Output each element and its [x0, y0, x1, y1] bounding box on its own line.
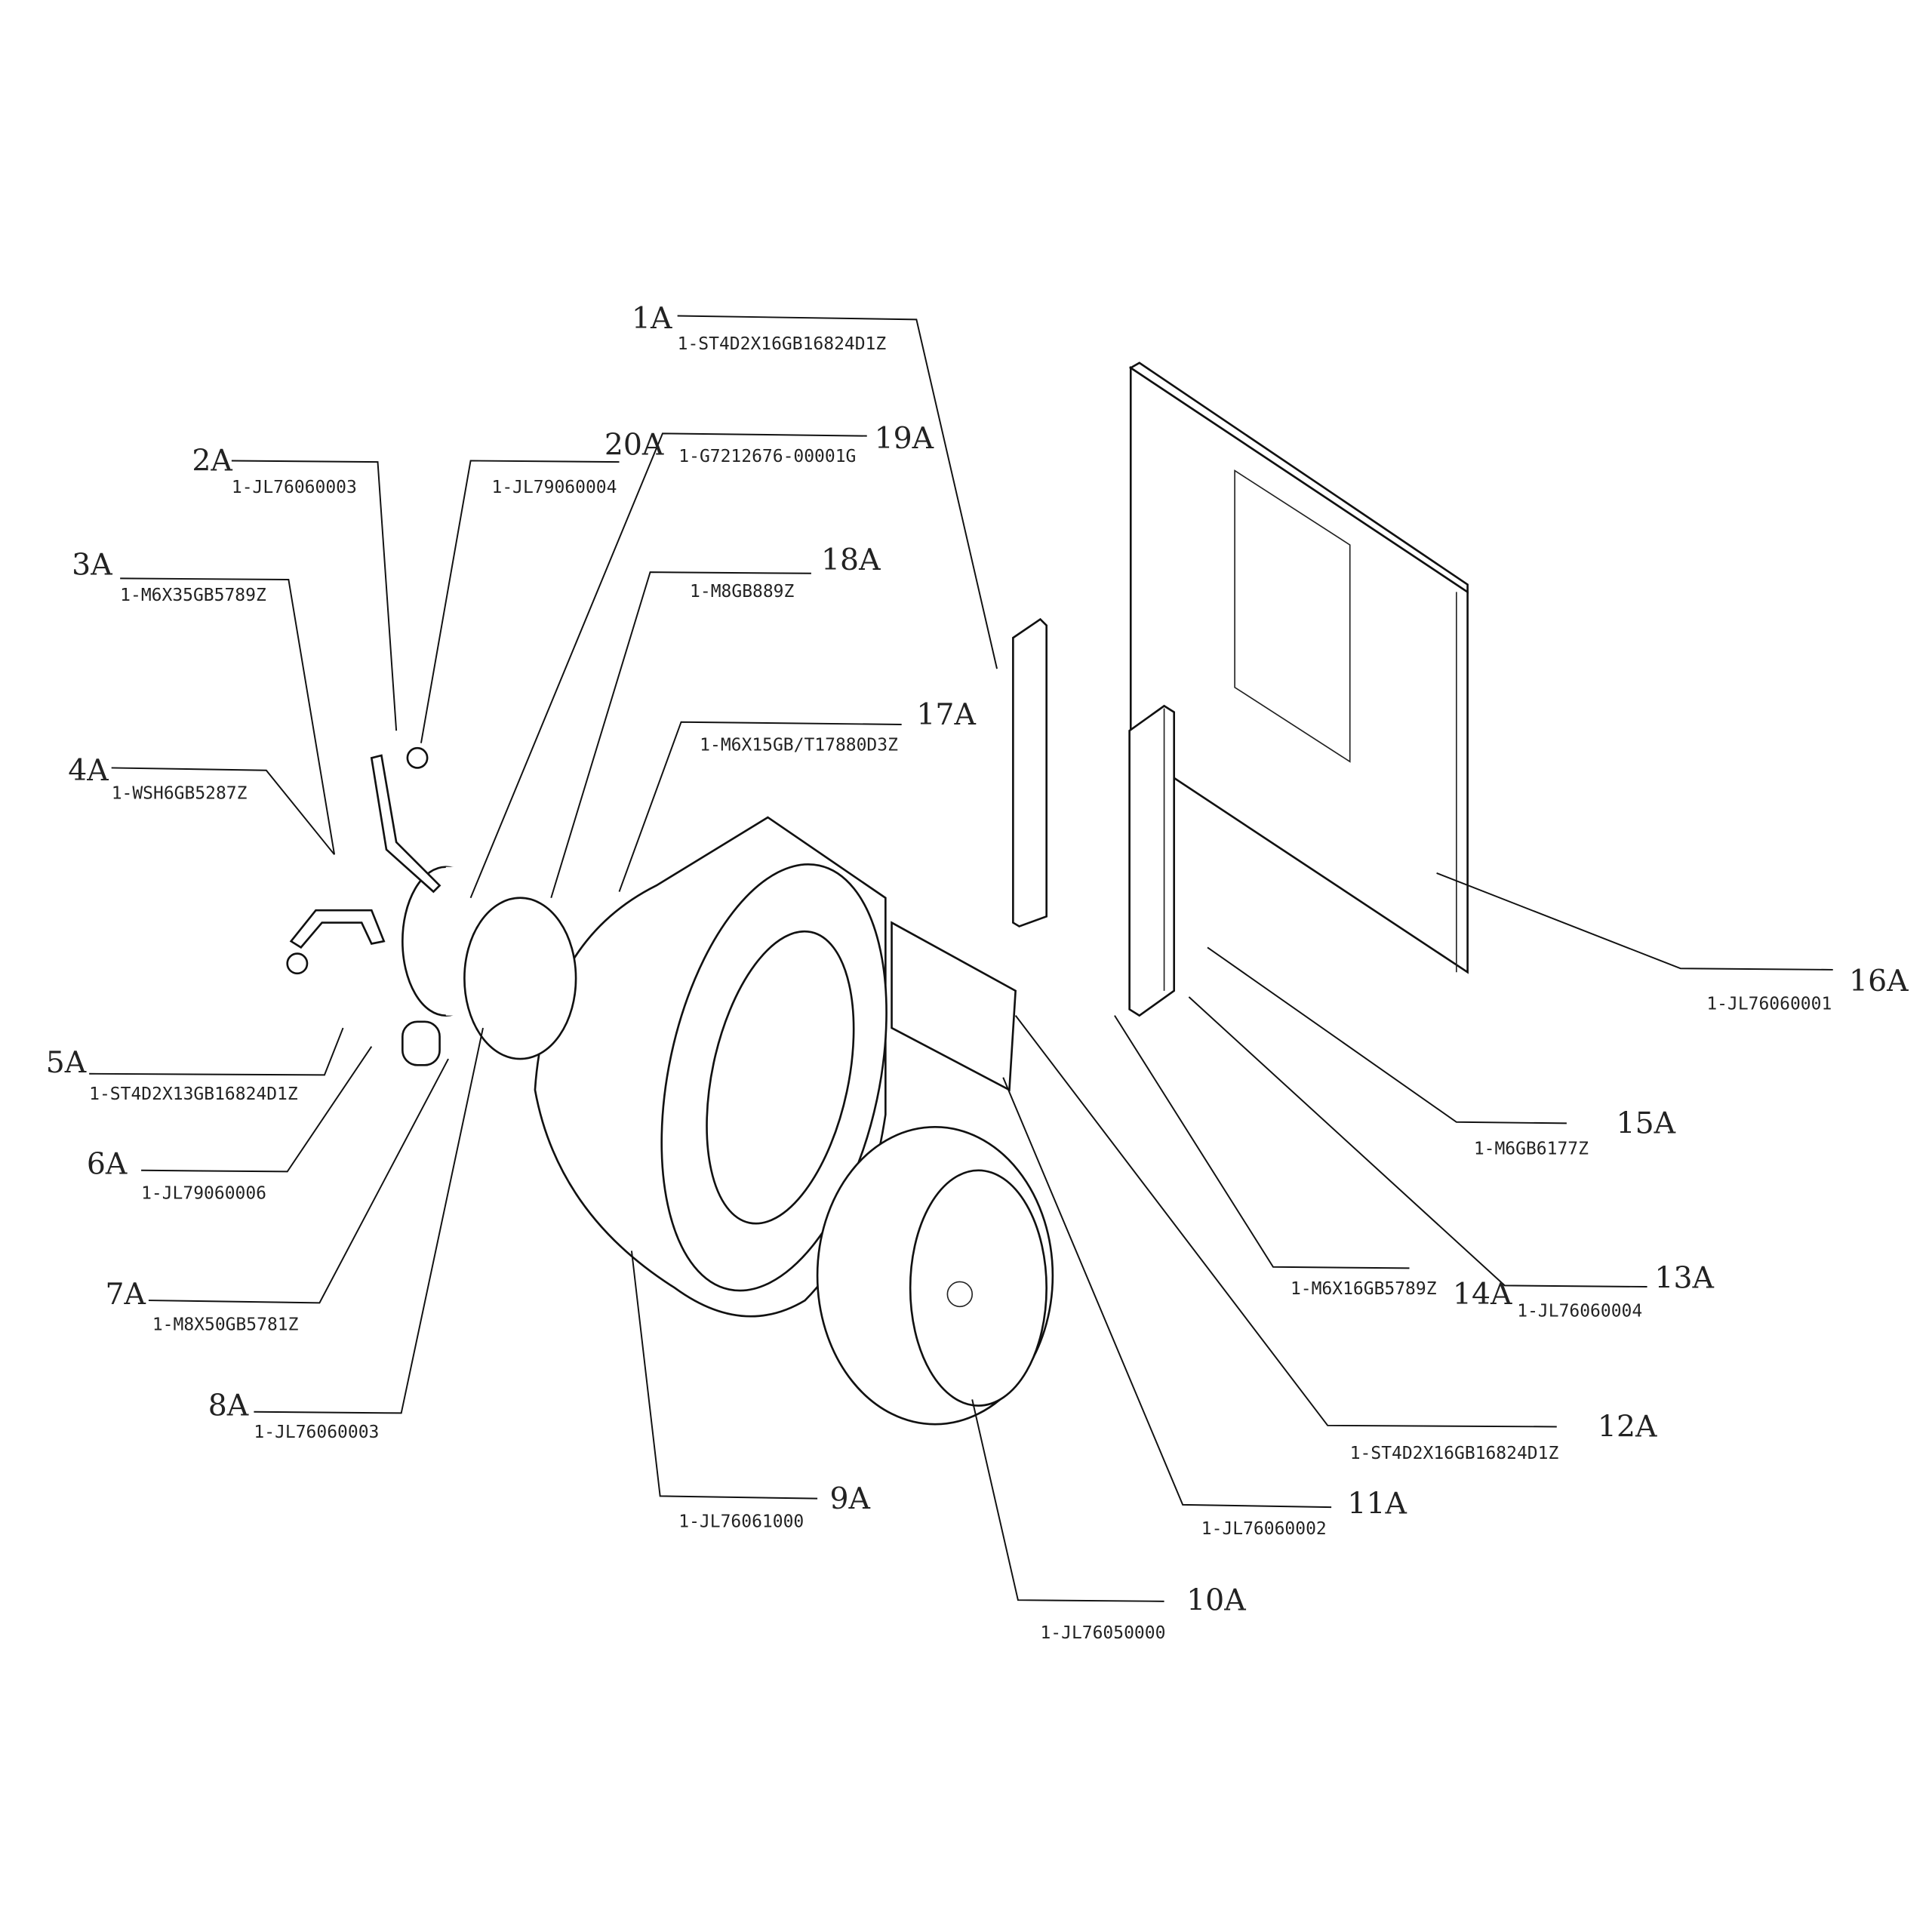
part-code-2a: 1-JL76060003: [232, 478, 357, 497]
part-code-8a: 1-JL76060003: [254, 1423, 379, 1442]
part-code-19a: 1-G7212676-00001G: [678, 447, 856, 466]
part-code-3a: 1-M6X35GB5789Z: [120, 586, 266, 605]
part-code-12a: 1-ST4D2X16GB16824D1Z: [1350, 1444, 1559, 1463]
callout-8a: 8A: [208, 1389, 249, 1423]
callout-6a: 6A: [87, 1147, 128, 1182]
callout-4a: 4A: [68, 753, 109, 788]
part-code-16a: 1-JL76060001: [1706, 994, 1832, 1014]
part-code-7a: 1-M8X50GB5781Z: [152, 1315, 299, 1334]
part-code-17a: 1-M6X15GB/T17880D3Z: [700, 735, 898, 755]
callout-19a: 19A: [875, 421, 934, 456]
part-code-1a: 1-ST4D2X16GB16824D1Z: [678, 334, 887, 354]
callout-18a: 18A: [821, 543, 881, 577]
part-code-9a: 1-JL76061000: [678, 1512, 804, 1531]
callout-7a: 7A: [105, 1277, 146, 1312]
blower-housing: [534, 816, 1017, 1318]
leader-lines: [89, 315, 1833, 1602]
part-code-13a: 1-JL76060004: [1517, 1301, 1642, 1321]
callout-15a: 15A: [1617, 1106, 1676, 1141]
callout-2a: 2A: [192, 444, 232, 478]
callout-20a: 20A: [605, 427, 664, 462]
motor: [401, 866, 577, 1060]
part-code-11a: 1-JL76060002: [1201, 1519, 1327, 1539]
part-code-4a: 1-WSH6GB5287Z: [112, 783, 248, 803]
callout-11a: 11A: [1347, 1486, 1407, 1521]
part-code-5a: 1-ST4D2X13GB16824D1Z: [89, 1084, 298, 1104]
callout-1a: 1A: [632, 301, 672, 336]
callout-5a: 5A: [46, 1045, 87, 1080]
front-bracket: [1012, 617, 1048, 928]
motor-mount-brackets: [286, 746, 441, 1066]
part-code-6a: 1-JL79060006: [141, 1184, 266, 1204]
callout-17a: 17A: [916, 697, 976, 732]
callout-16a: 16A: [1849, 964, 1909, 998]
callout-3a: 3A: [72, 547, 112, 582]
part-code-14a: 1-M6X16GB5789Z: [1291, 1279, 1437, 1299]
callout-14a: 14A: [1453, 1277, 1512, 1312]
part-code-18a: 1-M8GB889Z: [690, 582, 794, 601]
callout-9a: 9A: [829, 1481, 870, 1516]
back-panel: [1128, 361, 1469, 974]
callout-12a: 12A: [1598, 1410, 1657, 1444]
callout-13a: 13A: [1654, 1261, 1714, 1296]
callout-10a: 10A: [1186, 1583, 1246, 1617]
side-bracket: [1128, 704, 1176, 1017]
part-code-unnumbered: 1-JL79060004: [491, 478, 617, 497]
part-code-15a: 1-M6GB6177Z: [1474, 1139, 1589, 1158]
blower-wheel: [816, 1126, 1054, 1426]
part-code-10a: 1-JL76050000: [1040, 1623, 1165, 1643]
